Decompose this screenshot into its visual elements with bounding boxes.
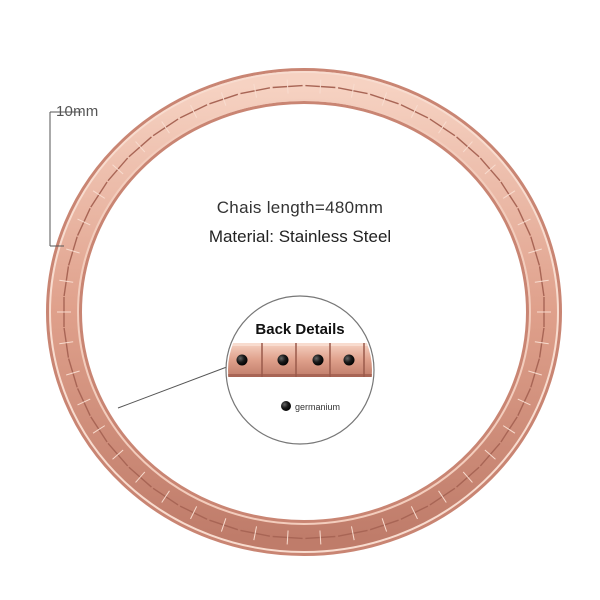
necklace xyxy=(46,68,562,556)
link-highlight xyxy=(462,471,473,483)
link-highlight xyxy=(350,83,355,98)
link-highlight xyxy=(410,104,418,118)
germanium-stone xyxy=(236,354,248,366)
link-highlight xyxy=(161,121,170,134)
link-highlight xyxy=(59,341,74,345)
link-highlight xyxy=(462,141,473,153)
link-highlight xyxy=(319,79,322,94)
link-highlight xyxy=(528,248,542,254)
link-highlight xyxy=(350,526,355,541)
link-highlight xyxy=(381,92,388,106)
link-highlight xyxy=(517,218,531,226)
link-highlight xyxy=(286,79,289,94)
width-dimension-marker xyxy=(49,111,82,247)
link-highlight xyxy=(381,518,388,532)
link-highlight xyxy=(66,248,80,254)
germanium-legend-dot xyxy=(281,401,291,411)
link-highlight xyxy=(66,370,80,376)
link-highlight xyxy=(534,341,549,345)
link-highlight xyxy=(135,471,146,483)
detail-leader-line xyxy=(117,361,241,409)
link-highlight xyxy=(161,490,170,503)
link-highlight xyxy=(190,104,198,118)
link-highlight xyxy=(112,164,124,175)
germanium-stone xyxy=(312,354,324,366)
germanium-stone xyxy=(343,354,355,366)
link-highlight xyxy=(220,518,227,532)
link-highlight xyxy=(484,449,496,460)
link-highlight xyxy=(253,83,258,98)
link-highlight xyxy=(517,398,531,406)
link-highlight xyxy=(92,190,106,199)
width-label: 10mm xyxy=(56,103,99,120)
link-highlight xyxy=(220,92,227,106)
link-highlight xyxy=(253,526,258,541)
link-highlight xyxy=(438,121,447,134)
link-highlight xyxy=(410,506,418,520)
link-highlight xyxy=(77,398,91,406)
link-highlight xyxy=(484,164,496,175)
necklace-links xyxy=(57,79,551,545)
link-highlight xyxy=(112,449,124,460)
link-highlight xyxy=(319,530,322,545)
link-highlight xyxy=(502,190,516,199)
link-highlight xyxy=(77,218,91,226)
material-text: Material: Stainless Steel xyxy=(208,227,392,246)
germanium-label: germanium xyxy=(295,402,341,412)
link-highlight xyxy=(135,141,146,153)
link-highlight xyxy=(190,506,198,520)
link-highlight xyxy=(59,279,74,283)
germanium-stone xyxy=(277,354,289,366)
link-highlight xyxy=(502,425,516,434)
chain-length-text: Chais length=480mm xyxy=(216,198,384,217)
back-details-inset xyxy=(225,295,375,445)
back-details-title: Back Details xyxy=(255,321,345,338)
link-highlight xyxy=(534,279,549,283)
link-highlight xyxy=(528,370,542,376)
link-highlight xyxy=(286,530,289,545)
link-highlight xyxy=(438,490,447,503)
link-highlight xyxy=(92,425,106,434)
